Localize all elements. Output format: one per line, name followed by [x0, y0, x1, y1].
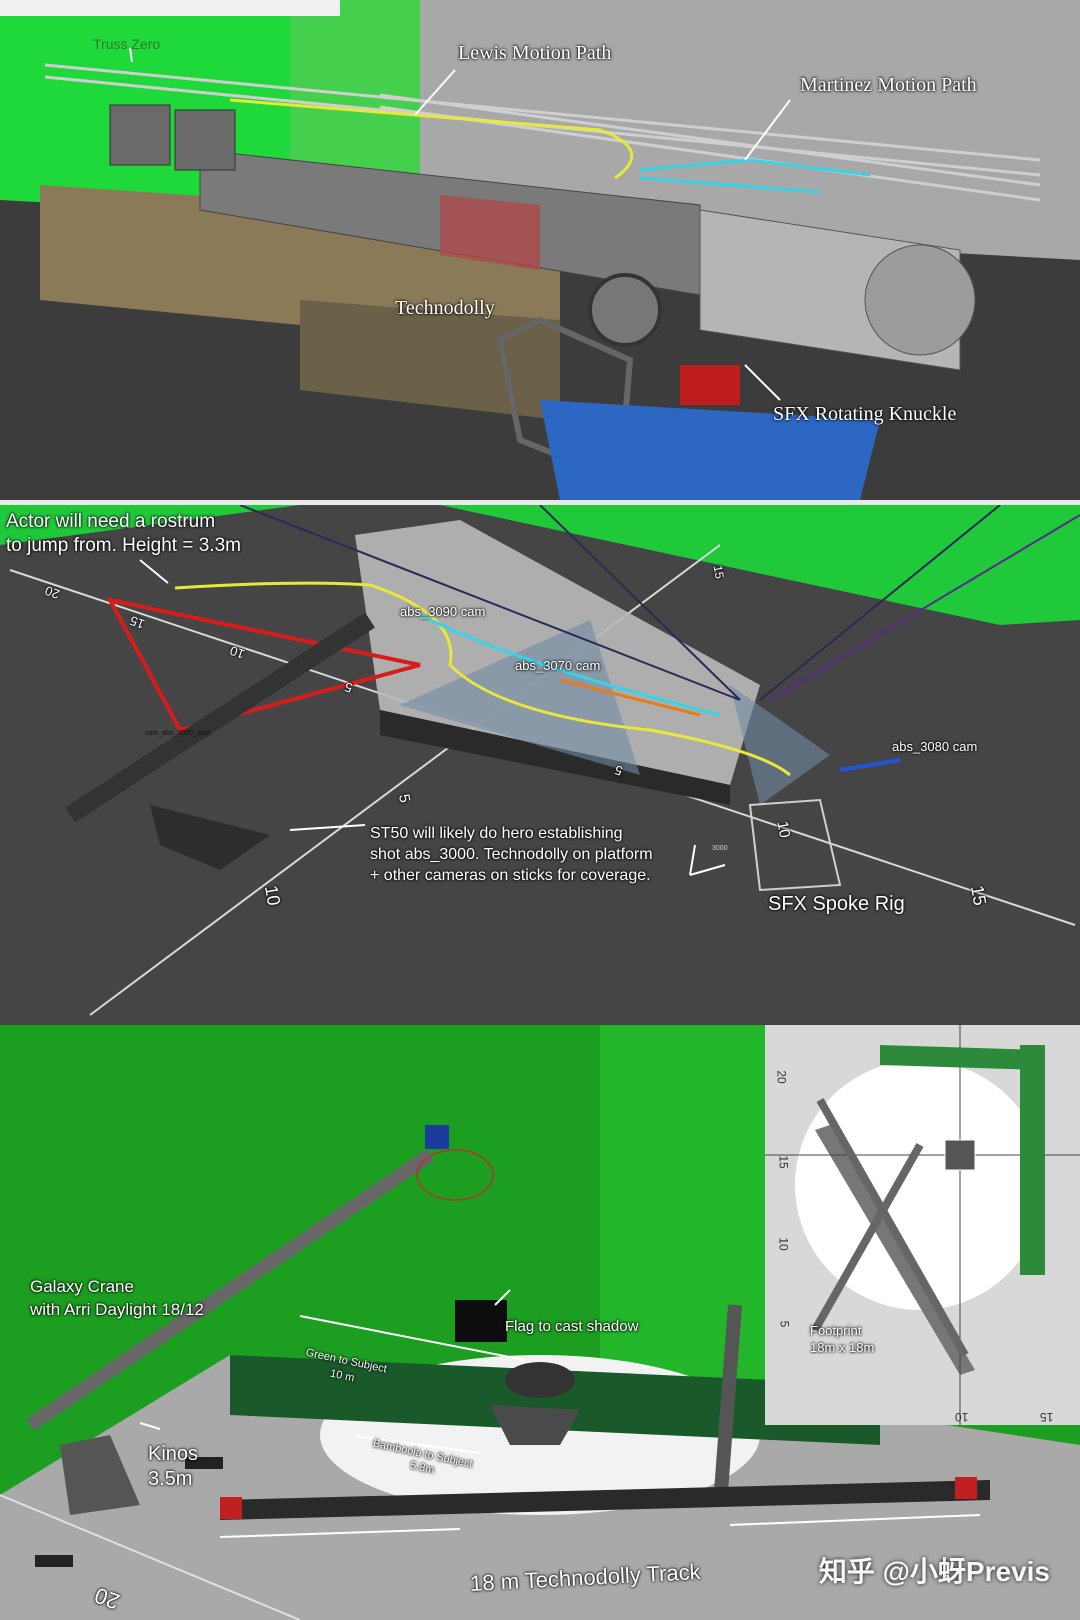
label-cam-3070: abs_3070 cam [515, 658, 601, 673]
panel-set-model: Truss Zero Lewis Motion Path Martinez Mo… [0, 0, 1080, 500]
kino-light [185, 1457, 223, 1469]
galaxy-crane-line1: Galaxy Crane [30, 1277, 134, 1296]
st50-note-line1: ST50 will likely do hero establishing [370, 825, 623, 842]
label-flag: Flag to cast shadow [505, 1318, 639, 1335]
blue-mat [540, 400, 880, 500]
martinez-motion-path [639, 158, 871, 194]
black-flag [455, 1300, 507, 1342]
technodolly-column [713, 1304, 742, 1506]
st50-note-line3: + other cameras on sticks for coverage. [370, 867, 651, 884]
panel-camera-plan: Actor will need a rostrum to jump from. … [0, 505, 1080, 1025]
footprint-inset [765, 1025, 1080, 1425]
axis-tick: 15 [966, 883, 991, 908]
label-truss-zero: Truss Zero [93, 36, 161, 52]
kinos-line2: 3.5m [148, 1468, 193, 1490]
footprint-line2: 18m x 18m [810, 1340, 875, 1355]
st50-note-line2: shot abs_3000. Technodolly on platform [370, 846, 653, 863]
rostrum-jump-path [106, 597, 421, 733]
label-cam-start: cam_abs_3000_start [145, 730, 211, 737]
inset-tick: 15 [1040, 1410, 1054, 1424]
green-groundrow [230, 1355, 880, 1445]
floor-ruler [0, 1494, 301, 1620]
axis-tick: 15 [710, 564, 727, 580]
divider [0, 500, 1080, 505]
technodolly-track [220, 1477, 990, 1520]
label-lewis-motion-path: Lewis Motion Path [458, 42, 612, 64]
axis-tick: 10 [773, 819, 794, 840]
green-screen [440, 505, 1080, 625]
inset-tick: 15 [776, 1155, 791, 1169]
yellow-camera-path [174, 581, 791, 777]
rostrum-note-line1: Actor will need a rostrum [6, 511, 216, 532]
label-sfx-rotating-knuckle: SFX Rotating Knuckle [773, 403, 957, 425]
galaxy-crane-line2: with Arri Daylight 18/12 [30, 1300, 204, 1319]
red-knuckle [680, 365, 740, 405]
inset-tick: 20 [774, 1070, 789, 1084]
inset-tick: 10 [955, 1410, 969, 1424]
label-cam-3080: abs_3080 cam [892, 739, 978, 754]
inset-tick: 10 [776, 1237, 791, 1251]
watermark: 知乎 @小蚜Previs [818, 1556, 1050, 1587]
crane-base [150, 805, 270, 870]
rostrum-note-line2: to jump from. Height = 3.3m [6, 535, 241, 556]
lewis-motion-path [229, 98, 634, 180]
label-martinez-motion-path: Martinez Motion Path [800, 74, 977, 96]
kinos-line1: Kinos [148, 1443, 199, 1465]
lighting-plan-illustration [0, 1025, 1080, 1620]
subject-rig [505, 1362, 575, 1398]
label-cam-3090: abs_3090 cam [400, 604, 486, 619]
st50-crane-arm [65, 612, 375, 823]
sfx-spoke-rig [748, 798, 842, 892]
label-technodolly: Technodolly [395, 297, 495, 319]
inset-tick: 5 [777, 1320, 792, 1328]
panel-lighting-plan: Galaxy Crane with Arri Daylight 18/12 Fl… [0, 1025, 1080, 1620]
footprint-line1: Footprint [810, 1323, 862, 1338]
camera-plan-illustration [0, 505, 1080, 1025]
set-model-illustration [0, 0, 1080, 500]
arri-daylight [425, 1125, 449, 1149]
galaxy-crane-arm [26, 1149, 434, 1431]
label-sfx-spoke-rig: SFX Spoke Rig [768, 893, 905, 915]
label-axis-3000: 3000 [712, 845, 728, 852]
axis-tick: 10 [260, 883, 285, 908]
